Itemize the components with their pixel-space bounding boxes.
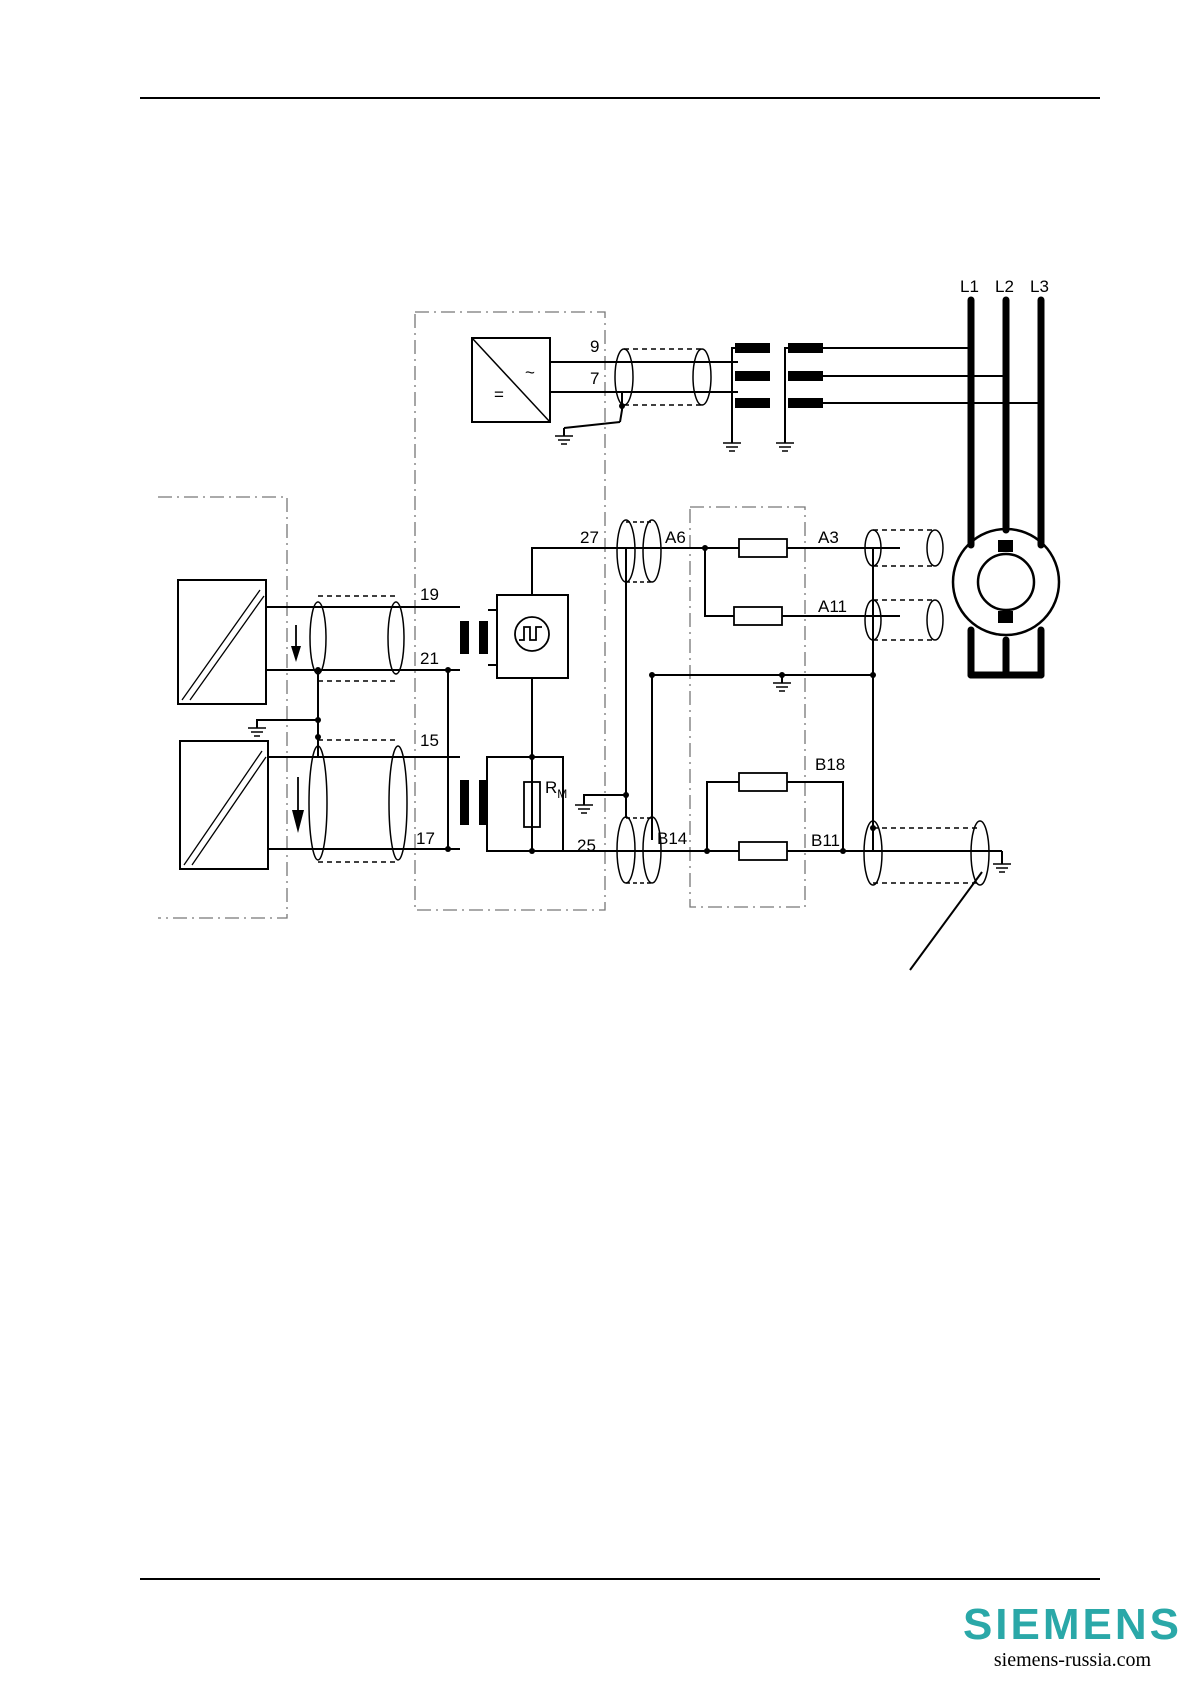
measuring-module xyxy=(487,757,563,851)
left-cable-shields xyxy=(309,596,407,862)
terminal-21: 21 xyxy=(420,649,439,668)
terminal-9: 9 xyxy=(590,337,599,356)
transformer-lower xyxy=(460,780,488,825)
terminal-19: 19 xyxy=(420,585,439,604)
line-filter xyxy=(723,343,1044,451)
left-ground-icon xyxy=(248,728,266,736)
brand-url: siemens-russia.com xyxy=(963,1649,1182,1672)
brand-name: SIEMENS xyxy=(963,1603,1182,1647)
supply-shield-node xyxy=(619,403,625,409)
filter-ground-icon-1 xyxy=(723,443,741,451)
converter-tilde: ~ xyxy=(525,363,535,382)
resistors xyxy=(734,539,787,860)
instrument-lower xyxy=(180,741,268,869)
bus-ground-icon xyxy=(773,683,791,691)
connector-a6: A6 xyxy=(665,528,686,547)
siemens-logo: SIEMENS siemens-russia.com xyxy=(963,1603,1182,1672)
center-cable-shields xyxy=(617,520,661,883)
connector-b14: B14 xyxy=(657,829,687,848)
terminal-27: 27 xyxy=(580,528,599,547)
supply-ground-icon xyxy=(555,436,573,444)
connector-a3: A3 xyxy=(818,528,839,547)
right-ground-icon xyxy=(993,864,1011,872)
phase-l2: L2 xyxy=(995,277,1014,296)
right-cable-shields xyxy=(864,530,989,885)
connector-b11: B11 xyxy=(811,831,840,850)
arrow-upper-icon xyxy=(291,625,301,662)
phase-l1: L1 xyxy=(960,277,979,296)
transformer-upper xyxy=(460,621,488,654)
power-converter xyxy=(472,338,550,422)
connector-a11: A11 xyxy=(818,597,847,616)
instrument-upper xyxy=(178,580,266,704)
supply-cable-shield xyxy=(615,349,711,405)
pulse-generator xyxy=(497,595,568,678)
terminal-17: 17 xyxy=(416,829,435,848)
terminal-7: 7 xyxy=(590,369,599,388)
supply-wires xyxy=(550,362,738,436)
connector-b18: B18 xyxy=(815,755,845,774)
converter-equals: = xyxy=(494,385,504,404)
phase-l3: L3 xyxy=(1030,277,1049,296)
terminal-25: 25 xyxy=(577,836,596,855)
filter-ground-icon-2 xyxy=(776,443,794,451)
center-ground-icon xyxy=(575,805,593,813)
terminal-15: 15 xyxy=(420,731,439,750)
motor-ring xyxy=(953,529,1059,635)
arrow-lower-icon xyxy=(292,777,304,833)
